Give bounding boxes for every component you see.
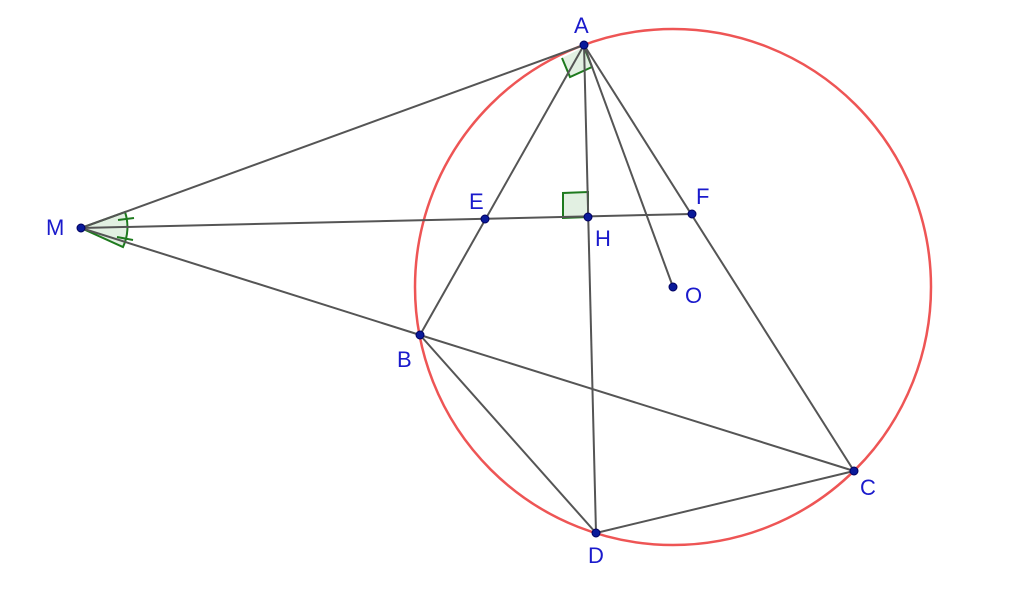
label-e: E [469,189,484,214]
label-f: F [696,184,709,209]
segment-bd [419,334,597,534]
label-o: O [685,283,702,308]
point-h [583,212,593,222]
segment-mb [80,227,421,336]
point-f [687,209,697,219]
right-angle-marker-h [562,190,589,220]
label-c: C [860,475,876,500]
angle-tick-upper [117,217,135,221]
segment-ad [583,44,597,534]
segment-dc [595,470,855,534]
angle-tick-lower [116,236,134,241]
segment-ao [583,44,674,288]
point-c [849,466,859,476]
point-d [591,528,601,538]
point-o [668,282,678,292]
circumcircle [413,27,933,547]
segment-ab [419,44,585,336]
label-d: D [588,543,604,568]
point-a [579,40,589,50]
label-m: M [46,215,64,240]
label-b: B [397,347,412,372]
point-m [76,223,86,233]
label-h: H [595,226,611,251]
point-b [415,330,425,340]
segment-bc [419,334,855,472]
point-e [480,214,490,224]
segment-ac [583,44,855,472]
segment-ma [80,44,585,229]
label-a: A [574,13,589,38]
